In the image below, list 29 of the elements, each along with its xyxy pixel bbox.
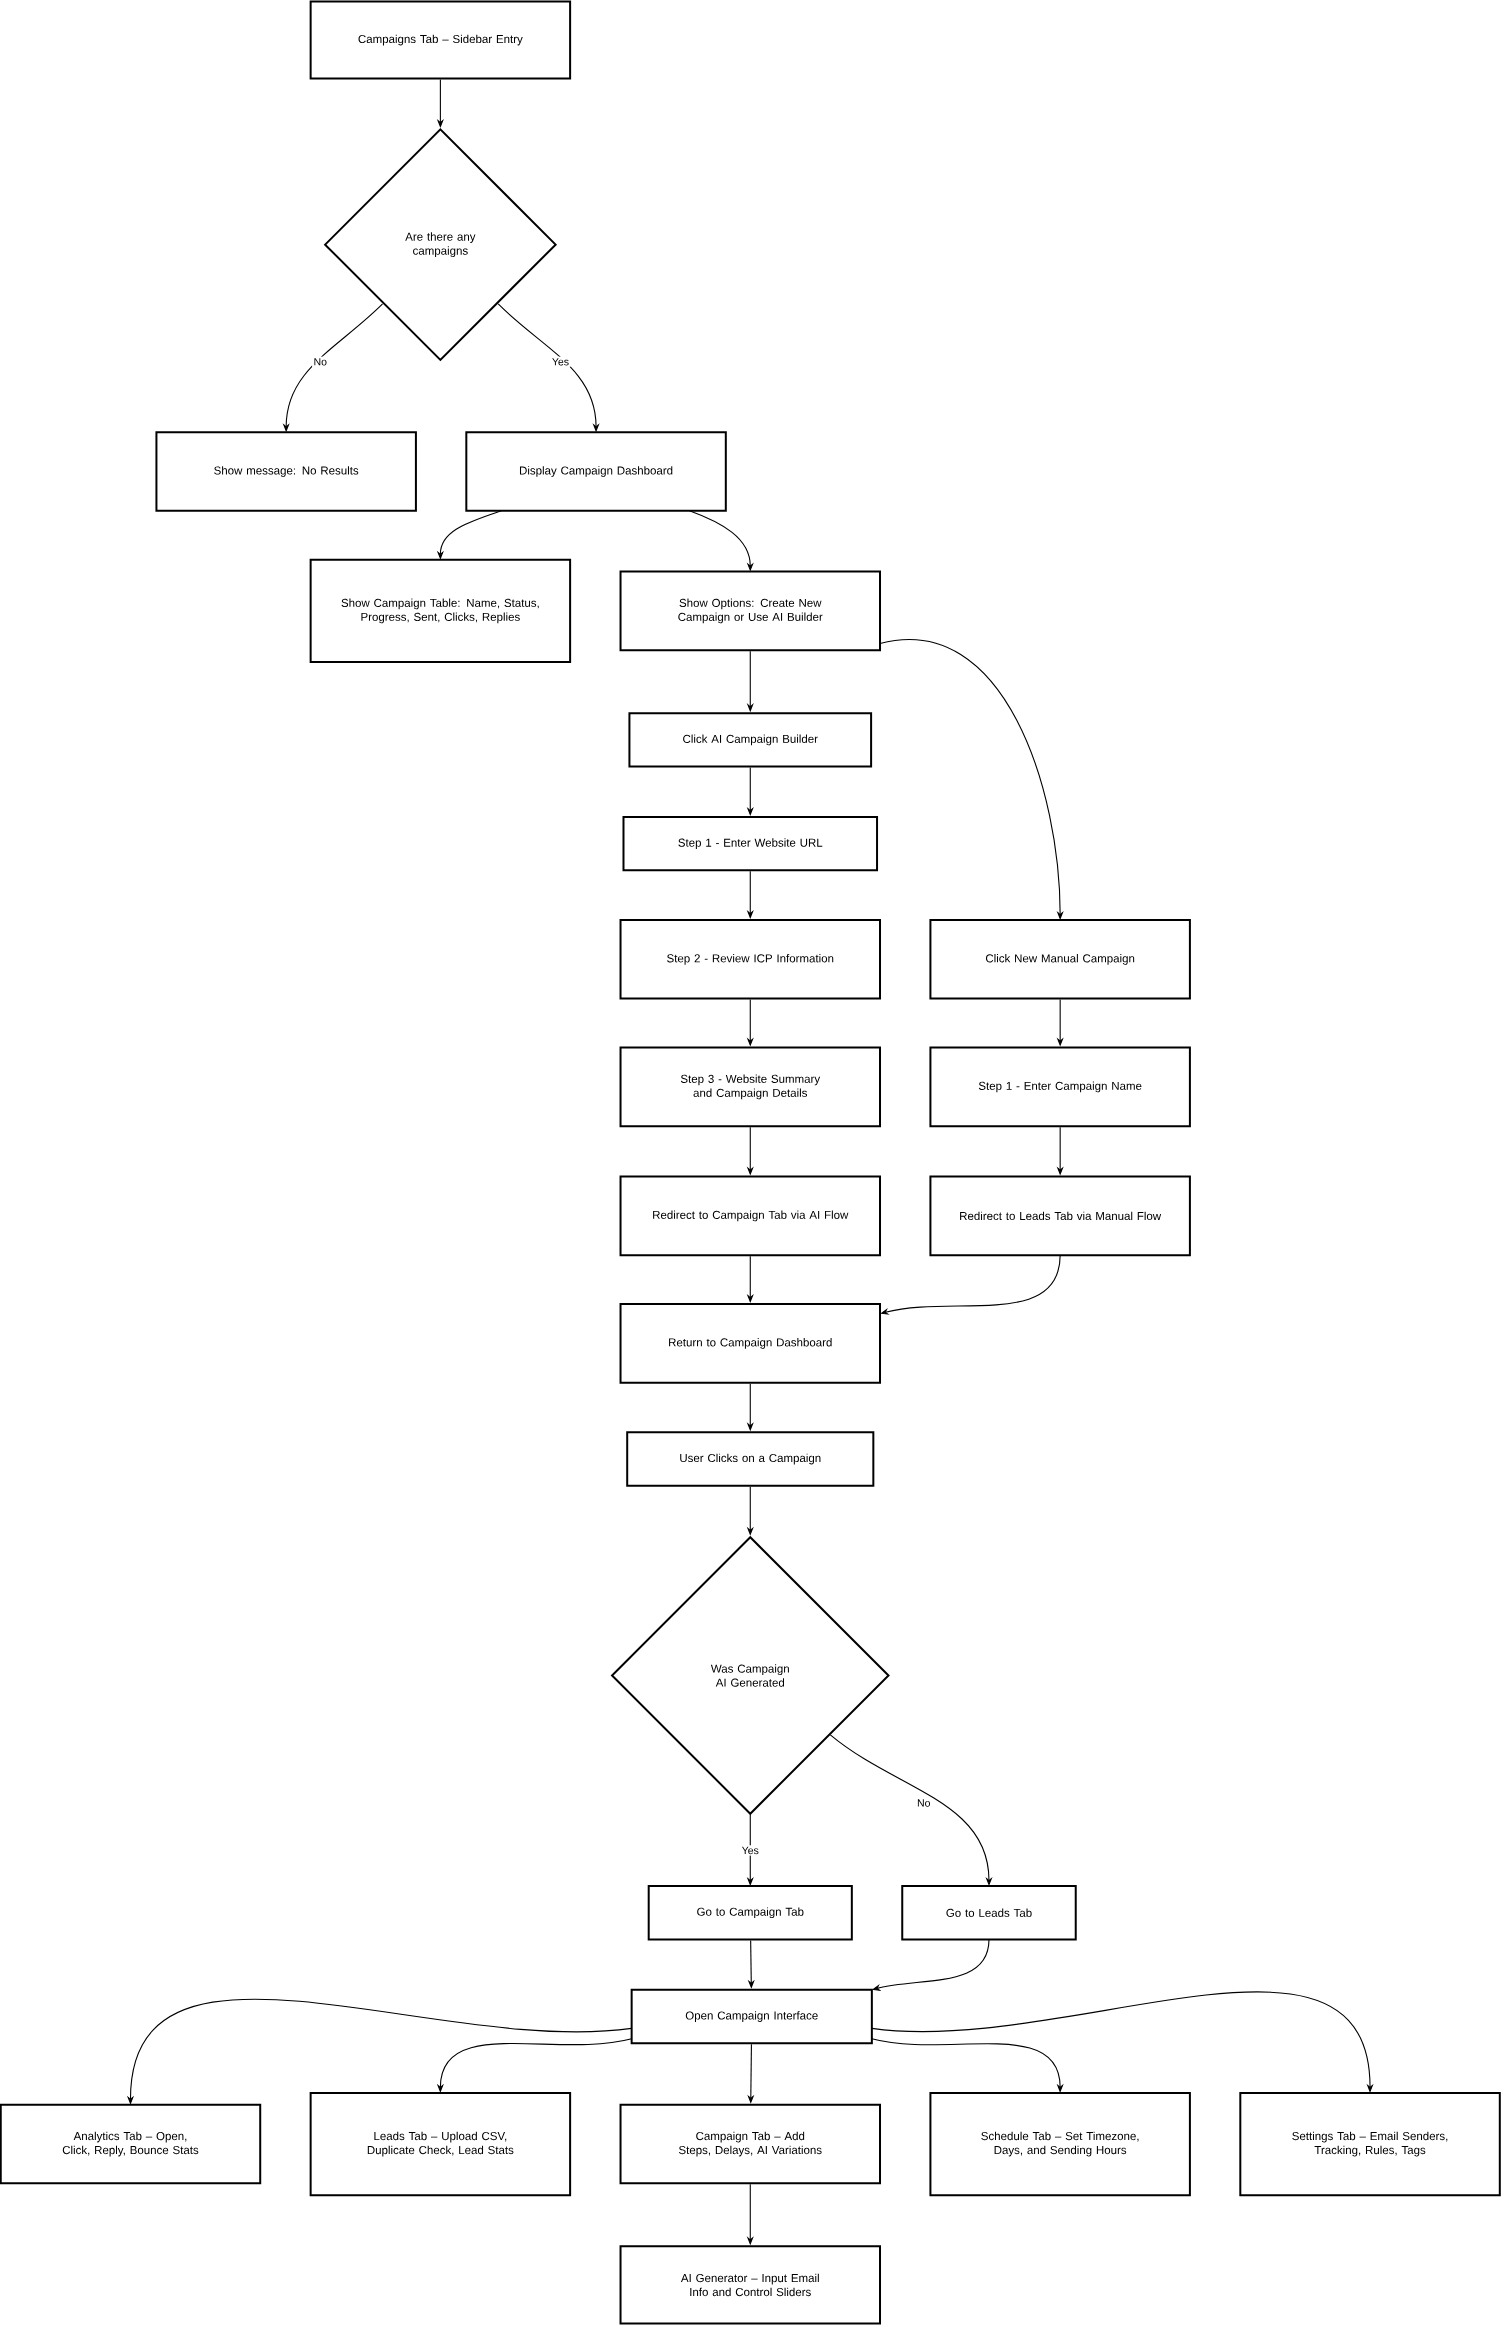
process-box: Step 1 - Enter Campaign Name	[929, 1046, 1191, 1128]
process-box: Step 1 - Enter Website URL	[622, 816, 879, 872]
process-box: Click New Manual Campaign	[929, 919, 1191, 1000]
process-box: Go to Leads Tab	[901, 1885, 1077, 1941]
process-box: Schedule Tab – Set Timezone, Days, and Sending Hours	[929, 2091, 1191, 2197]
edge-label: No	[312, 356, 329, 367]
process-box: Leads Tab – Upload CSV, Duplicate Check, Lead Stats	[309, 2091, 572, 2197]
process-box: Redirect to Campaign Tab via AI Flow	[619, 1175, 881, 1257]
process-box: Open Campaign Interface	[630, 1988, 873, 2045]
process-box: Go to Campaign Tab	[647, 1885, 853, 1941]
process-box: Show Options: Create New Campaign or Use AI Builder	[619, 570, 881, 652]
process-box: Return to Campaign Dashboard	[619, 1303, 881, 1384]
process-box: AI Generator – Input Email Info and Control Sliders	[619, 2245, 881, 2325]
process-box: Settings Tab – Email Senders, Tracking, Rules, Tags	[1239, 2091, 1501, 2197]
process-box: Campaigns Tab – Sidebar Entry	[309, 0, 572, 80]
process-box: Step 3 - Website Summary and Campaign Details	[619, 1046, 881, 1128]
process-box: User Clicks on a Campaign	[626, 1431, 875, 1487]
process-box: Show Campaign Table: Name, Status, Progress, Sent, Clicks, Replies	[309, 558, 572, 664]
process-box: Show message: No Results	[155, 431, 417, 512]
process-box: Display Campaign Dashboard	[465, 431, 727, 512]
process-box: Click AI Campaign Builder	[628, 712, 873, 768]
edge-label: No	[915, 1797, 932, 1809]
process-box: Analytics Tab – Open, Click, Reply, Bounce Stats	[0, 2103, 262, 2185]
edge-label: Yes	[740, 1845, 761, 1856]
process-box: Step 2 - Review ICP Information	[619, 919, 881, 1000]
process-box: Campaign Tab – Add Steps, Delays, AI Variations	[619, 2103, 881, 2185]
edge-label: Yes	[550, 356, 571, 367]
process-box: Redirect to Leads Tab via Manual Flow	[929, 1175, 1191, 1257]
arrow	[880, 1254, 1061, 1315]
